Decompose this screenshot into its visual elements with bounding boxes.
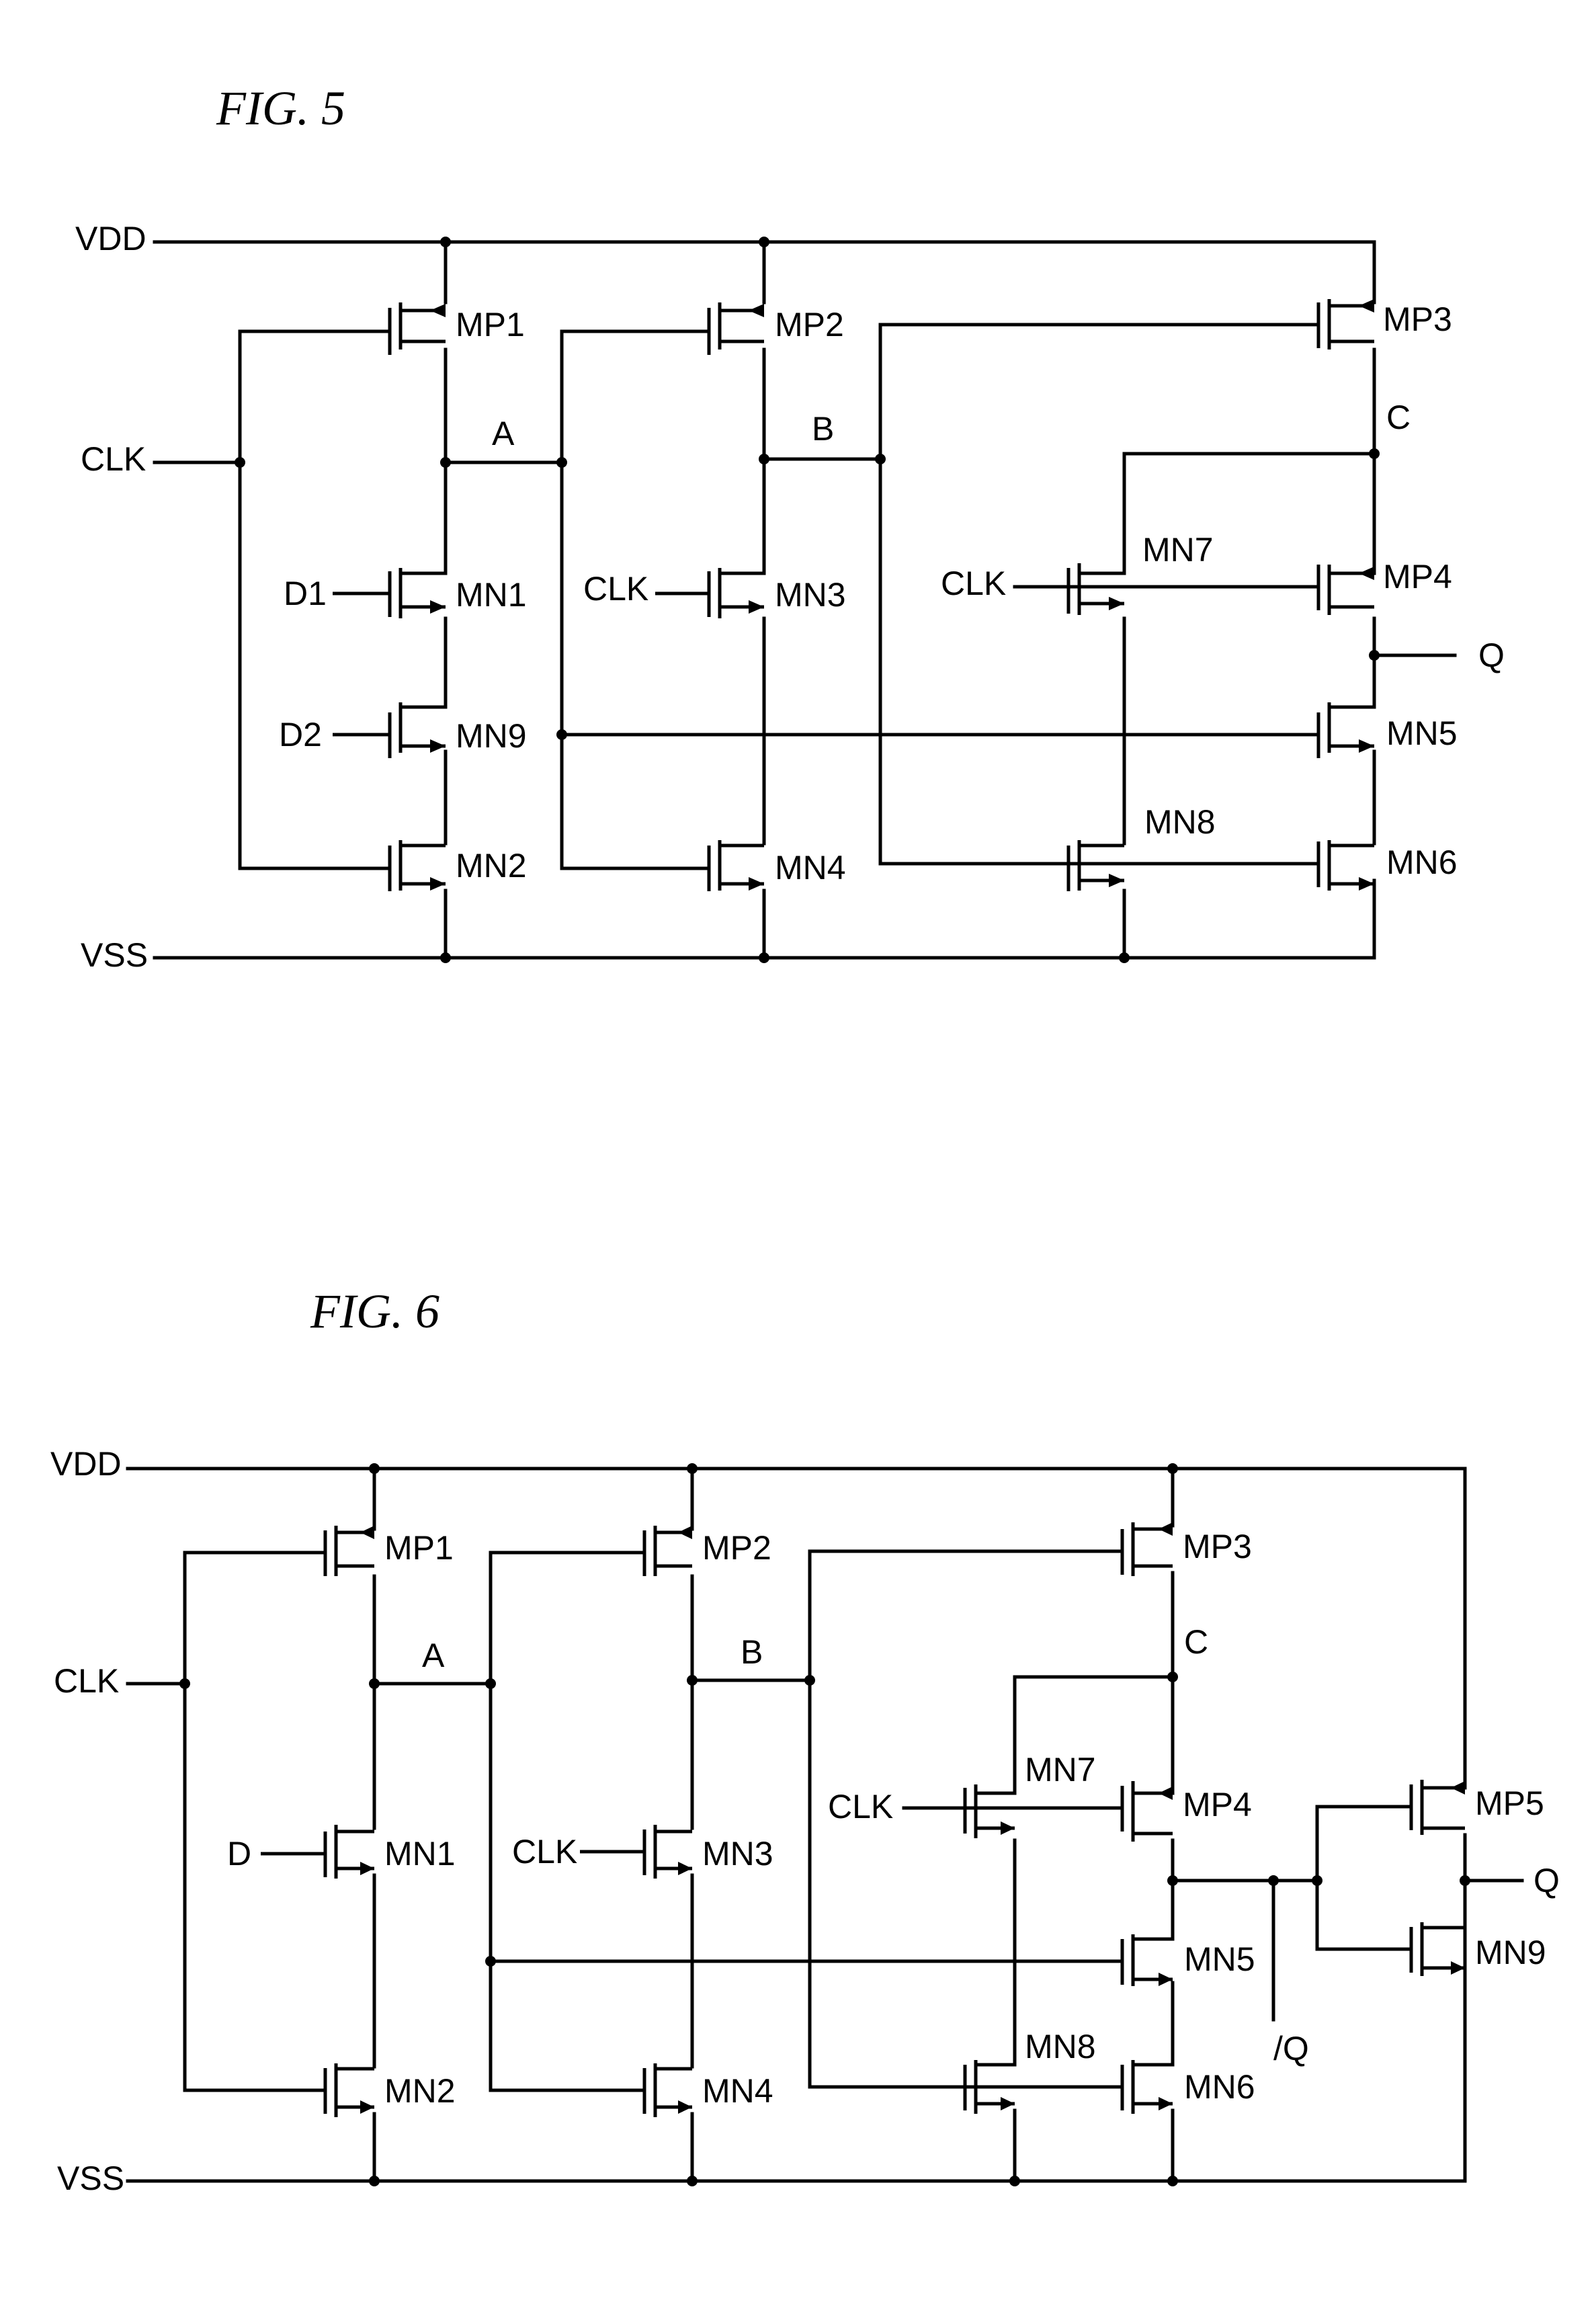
mn5-transistor <box>1307 702 1374 758</box>
node-b-label: B <box>812 410 834 448</box>
mn9-transistor <box>333 702 446 758</box>
mp3-transistor <box>1307 299 1374 349</box>
vss-label: VSS <box>81 936 148 974</box>
mn8-label: MN8 <box>1144 803 1216 841</box>
mn6-transistor <box>1112 2060 1173 2114</box>
node-c-label: C <box>1184 1623 1208 1661</box>
mn3-transistor <box>580 1825 692 1879</box>
node-c-label: C <box>1386 399 1411 436</box>
mp4-transistor <box>1307 565 1374 615</box>
mp3-label: MP3 <box>1183 1528 1252 1565</box>
mp1-transistor <box>380 302 446 355</box>
mn7-label: MN7 <box>1142 531 1214 569</box>
mn2-label: MN2 <box>456 847 527 884</box>
mp2-label: MP2 <box>702 1529 771 1567</box>
figure-5: FIG. 5 <box>75 81 1505 974</box>
d2-label: D2 <box>279 716 322 753</box>
mn1-transistor <box>333 568 446 618</box>
mn8-transistor <box>1068 840 1124 891</box>
mn2-label: MN2 <box>384 2072 456 2110</box>
mn7-transistor <box>1068 563 1124 615</box>
vdd-label: VDD <box>50 1445 122 1483</box>
mn3-transistor <box>655 568 764 618</box>
vss-label: VSS <box>57 2159 124 2197</box>
mn9-label: MN9 <box>1475 1934 1546 1971</box>
mp1-label: MP1 <box>384 1529 454 1567</box>
fig6-labels: VDD CLK VSS D CLK CLK A B C Q /Q MP1 MN1… <box>50 1445 1560 2197</box>
clk-mn7-label: CLK <box>941 565 1006 602</box>
mn5-label: MN5 <box>1386 714 1458 752</box>
mn6-transistor <box>1307 840 1374 891</box>
mp2-label: MP2 <box>775 306 844 343</box>
mn1-label: MN1 <box>456 576 527 614</box>
figure-6: FIG. 6 <box>50 1284 1560 2197</box>
clk-mn7-label: CLK <box>828 1788 893 1825</box>
mn4-transistor <box>635 2063 692 2117</box>
mn7-label: MN7 <box>1025 1751 1096 1788</box>
qbar-output-label: /Q <box>1273 2030 1309 2067</box>
mp5-transistor <box>1401 1780 1465 1835</box>
mn1-label: MN1 <box>384 1835 456 1873</box>
mp2-transistor <box>635 1526 692 1576</box>
mn3-label: MN3 <box>702 1835 773 1873</box>
node-a-label: A <box>422 1637 445 1674</box>
clk-mn3-label: CLK <box>583 570 648 608</box>
mn1-transistor <box>261 1825 374 1879</box>
mn4-label: MN4 <box>775 849 846 887</box>
mp2-transistor <box>699 302 764 355</box>
mp4-label: MP4 <box>1183 1786 1252 1823</box>
mp1-transistor <box>316 1526 374 1576</box>
q-output-label: Q <box>1478 636 1505 674</box>
mp1-label: MP1 <box>456 306 525 343</box>
clk-mn3-label: CLK <box>512 1833 577 1870</box>
mn4-transistor <box>699 840 764 891</box>
mn6-label: MN6 <box>1184 2068 1255 2106</box>
q-output-label: Q <box>1534 1862 1560 1899</box>
mn9-transistor <box>1401 1922 1465 1976</box>
mn9-label: MN9 <box>456 717 527 755</box>
mp4-label: MP4 <box>1383 558 1452 595</box>
fig5-title: FIG. 5 <box>216 81 345 135</box>
mn4-label: MN4 <box>702 2072 773 2110</box>
d-label: D <box>227 1835 251 1873</box>
mp4-transistor <box>1112 1781 1173 1842</box>
mn5-label: MN5 <box>1184 1940 1255 1978</box>
mn7-transistor <box>965 1784 1015 1838</box>
mn2-transistor <box>380 840 446 891</box>
mn6-label: MN6 <box>1386 844 1458 881</box>
clk-label: CLK <box>81 440 146 478</box>
clk-label: CLK <box>54 1662 119 1700</box>
mp3-transistor <box>1112 1522 1173 1576</box>
mp5-label: MP5 <box>1475 1784 1544 1822</box>
mn3-label: MN3 <box>775 576 846 614</box>
fig6-title: FIG. 6 <box>310 1284 439 1338</box>
mn5-transistor <box>1112 1934 1173 1986</box>
mp3-label: MP3 <box>1383 300 1452 338</box>
mn2-transistor <box>316 2063 374 2117</box>
node-a-label: A <box>492 415 515 452</box>
mn8-label: MN8 <box>1025 2028 1096 2065</box>
node-b-label: B <box>741 1633 763 1671</box>
d1-label: D1 <box>284 575 327 612</box>
vdd-label: VDD <box>75 220 146 257</box>
